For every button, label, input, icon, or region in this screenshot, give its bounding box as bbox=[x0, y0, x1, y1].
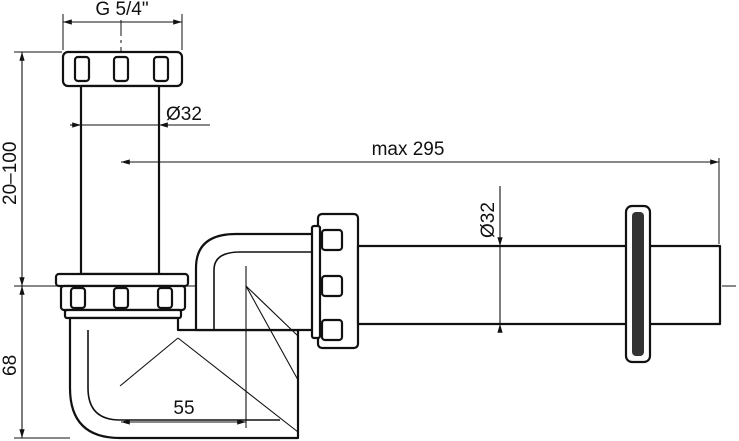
trap-body bbox=[68, 232, 320, 440]
dimension-height-range: 20–100 bbox=[0, 51, 62, 287]
dimension-outlet-diameter: Ø32 bbox=[478, 186, 503, 333]
dimension-height-lower: 68 bbox=[0, 286, 70, 439]
label-max-length: max 295 bbox=[372, 139, 445, 160]
top-nut bbox=[61, 50, 184, 88]
label-height-lower: 68 bbox=[0, 355, 21, 376]
label-outlet-diameter: Ø32 bbox=[478, 202, 499, 238]
label-thread: G 5/4" bbox=[95, 0, 148, 20]
label-inlet-diameter: Ø32 bbox=[166, 104, 202, 125]
outlet-pipe bbox=[356, 244, 722, 326]
outlet-nut bbox=[310, 212, 360, 350]
wall-rosette bbox=[624, 204, 652, 364]
label-offset: 55 bbox=[173, 398, 194, 419]
trap-nut bbox=[54, 272, 190, 320]
dimension-max-length: max 295 bbox=[121, 139, 720, 244]
inlet-pipe bbox=[79, 84, 161, 276]
dimension-offset: 55 bbox=[121, 390, 247, 428]
dimension-thread: G 5/4" bbox=[62, 0, 183, 50]
dimension-inlet-diameter: Ø32 bbox=[70, 104, 210, 128]
label-height-range: 20–100 bbox=[0, 142, 21, 205]
